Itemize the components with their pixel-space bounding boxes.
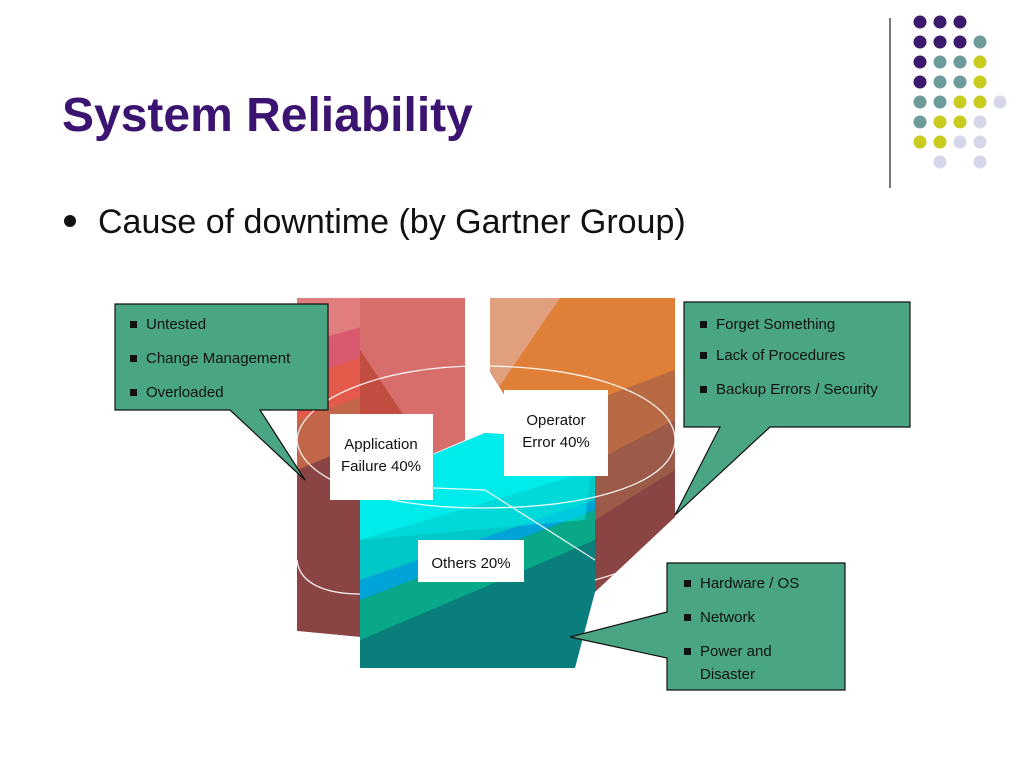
- decor-dot: [953, 15, 967, 29]
- decor-dot: [913, 35, 927, 49]
- callout-others: [569, 562, 846, 691]
- decor-dot: [973, 55, 987, 69]
- decor-dot: [913, 95, 927, 109]
- decorative-dot-grid: [913, 15, 1007, 169]
- callout-item: Disaster: [700, 666, 755, 683]
- decor-dot: [953, 75, 967, 89]
- callout-item: Network: [700, 609, 756, 626]
- decor-dot: [933, 15, 947, 29]
- label-box-others: [418, 540, 524, 582]
- callout-bullet-icon: [684, 580, 691, 587]
- decor-dot: [933, 135, 947, 149]
- slice-label: Application: [344, 436, 417, 453]
- decor-dot: [933, 75, 947, 89]
- callout-item: Lack of Procedures: [716, 347, 845, 364]
- bullet-dot-icon: [64, 215, 76, 228]
- slice-label: Others 20%: [431, 555, 510, 572]
- callout-application: [114, 303, 329, 481]
- callout-bullet-icon: [684, 614, 691, 621]
- decor-dot: [953, 95, 967, 109]
- callout-bullet-icon: [130, 355, 137, 362]
- callout-bullet-icon: [700, 386, 707, 393]
- decor-dot: [973, 35, 987, 49]
- decor-dot: [953, 135, 967, 149]
- slice-labels: [330, 390, 608, 582]
- callout-bullet-icon: [130, 389, 137, 396]
- callout-item: Change Management: [146, 350, 291, 367]
- decor-dot: [953, 35, 967, 49]
- callout-item: Power and: [700, 643, 772, 660]
- decor-dot: [913, 55, 927, 69]
- callout-bullet-icon: [700, 352, 707, 359]
- decor-dot: [993, 95, 1007, 109]
- decor-dot: [953, 115, 967, 129]
- decor-dot: [933, 35, 947, 49]
- callout-item: Untested: [146, 316, 206, 333]
- label-box-operator: [504, 390, 608, 476]
- decor-dot: [973, 75, 987, 89]
- decor-dot: [933, 115, 947, 129]
- bullet-item: Cause of downtime (by Gartner Group): [64, 203, 686, 242]
- decor-dot: [953, 55, 967, 69]
- slice-label: Error 40%: [522, 434, 590, 451]
- slice-label: Operator: [526, 412, 585, 429]
- decor-dot: [933, 55, 947, 69]
- decor-dot: [973, 155, 987, 169]
- callout-bullet-icon: [684, 648, 691, 655]
- slide-title: System Reliability: [62, 89, 473, 142]
- decor-dot: [913, 135, 927, 149]
- decor-dot: [913, 115, 927, 129]
- callout-item: Hardware / OS: [700, 575, 799, 592]
- decor-dot: [973, 95, 987, 109]
- callout-bullet-icon: [130, 321, 137, 328]
- callout-operator: [674, 301, 911, 516]
- decor-dot: [973, 135, 987, 149]
- bullet-text: Cause of downtime (by Gartner Group): [98, 203, 686, 241]
- callout-item: Overloaded: [146, 384, 224, 401]
- decor-dot: [973, 115, 987, 129]
- decor-dot: [913, 75, 927, 89]
- decor-dot: [933, 95, 947, 109]
- callout-item: Backup Errors / Security: [716, 381, 878, 398]
- callout-item: Forget Something: [716, 316, 835, 333]
- slice-label: Failure 40%: [341, 458, 421, 475]
- callout-bullet-icon: [700, 321, 707, 328]
- decor-dot: [913, 15, 927, 29]
- decor-dot: [933, 155, 947, 169]
- decor-divider: [889, 18, 891, 188]
- label-box-application: [330, 414, 433, 500]
